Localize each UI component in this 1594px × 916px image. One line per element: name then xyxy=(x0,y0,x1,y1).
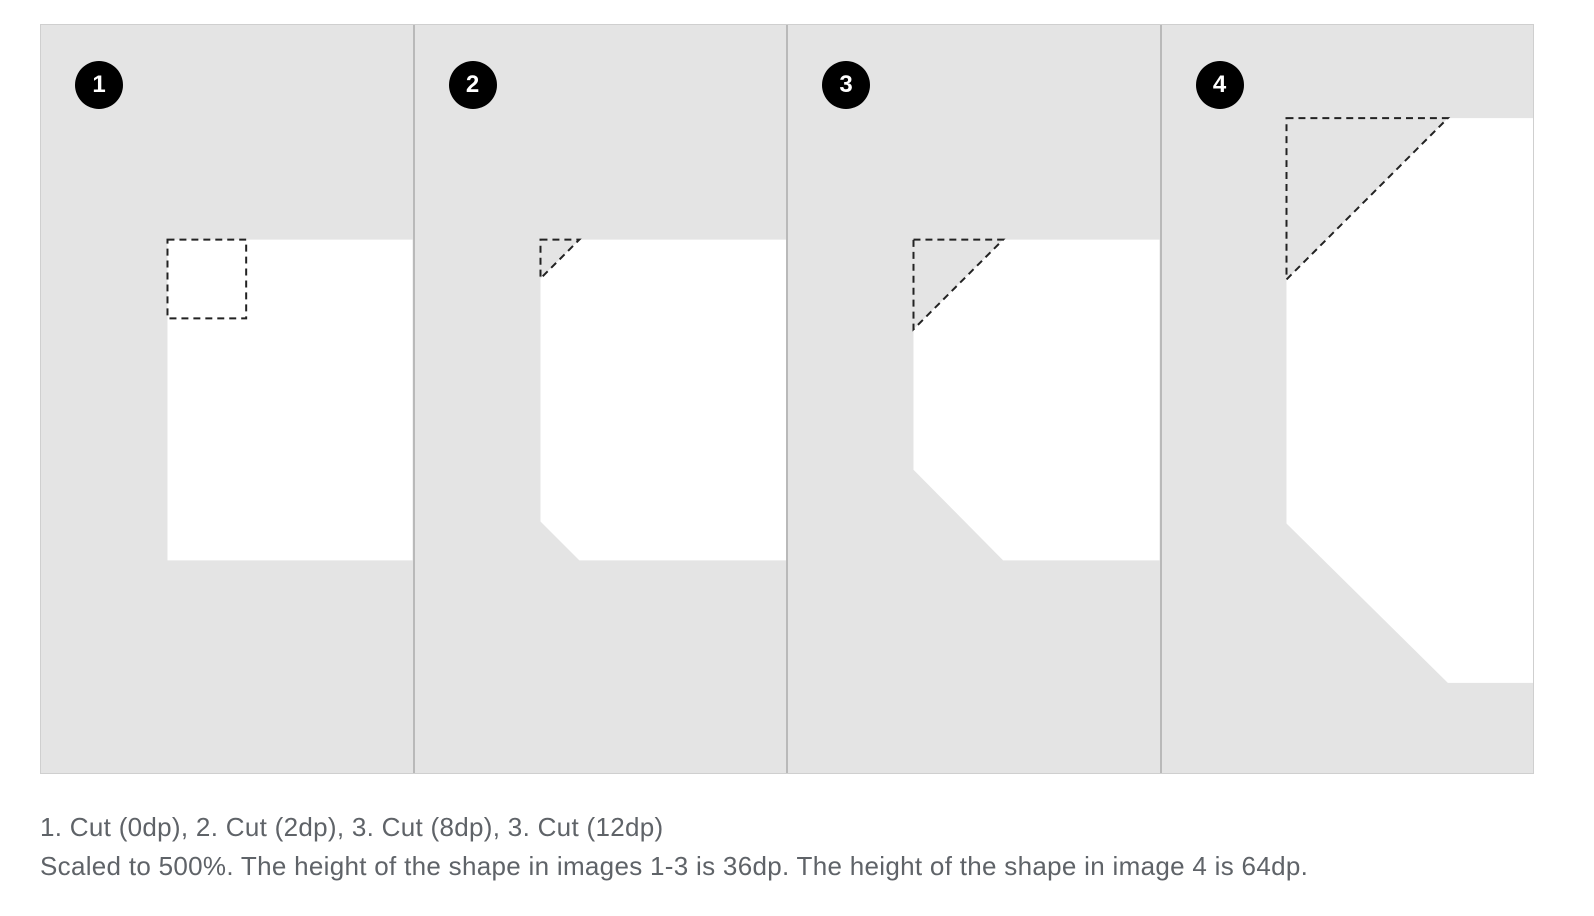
panel-number-badge: 1 xyxy=(75,61,123,109)
cut-size-guide xyxy=(1285,117,1450,282)
shape-cut-12dp xyxy=(1285,118,1533,683)
panel-3-drawing xyxy=(912,238,1160,561)
cut-corner-diagram: 1 2 3 4 xyxy=(40,24,1534,774)
panel-3: 3 xyxy=(786,25,1160,773)
panel-2: 2 xyxy=(412,25,786,773)
panel-1-drawing xyxy=(166,238,413,561)
caption-line-2: Scaled to 500%. The height of the shape … xyxy=(40,851,1309,881)
panel-number-badge: 3 xyxy=(822,61,870,109)
panel-4: 4 xyxy=(1159,25,1533,773)
cut-size-guide xyxy=(538,238,582,281)
panel-number-badge: 2 xyxy=(448,61,497,109)
figure-caption: 1. Cut (0dp), 2. Cut (2dp), 3. Cut (8dp)… xyxy=(40,808,1560,886)
cut-size-guide xyxy=(166,238,248,320)
shape-cut-0dp xyxy=(167,239,413,561)
caption-line-1: 1. Cut (0dp), 2. Cut (2dp), 3. Cut (8dp)… xyxy=(40,812,664,842)
shape-cut-8dp xyxy=(913,239,1160,561)
panel-number-badge: 4 xyxy=(1195,61,1244,109)
panel-4-drawing xyxy=(1285,117,1533,683)
panel-2-drawing xyxy=(538,238,786,561)
panel-1: 1 xyxy=(41,25,413,773)
shape-cut-2dp xyxy=(539,239,786,561)
